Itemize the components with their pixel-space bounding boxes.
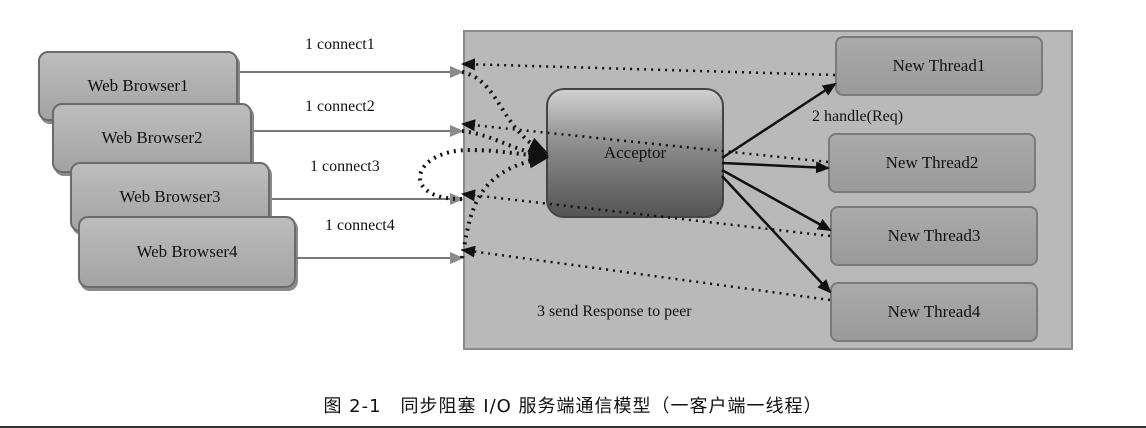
web-browser-4-label: Web Browser4 [136,242,238,261]
connect2-label: 1 connect2 [305,98,375,115]
response-arrow-2 [461,119,829,164]
handle-arrow-4 [721,175,832,294]
response-label: 3 send Response to peer [537,303,692,320]
new-thread-2-label: New Thread2 [885,153,979,172]
connect1-label: 1 connect1 [305,36,375,53]
handle-label: 2 handle(Req) [812,108,904,125]
response-arrow-1 [461,58,836,77]
dispatch-curve-3 [418,147,549,202]
web-browser-2: Web Browser2 [52,103,252,173]
handle-arrow-3 [721,168,832,232]
web-browser-4: Web Browser4 [78,216,296,288]
figure-caption: 图 2-1 同步阻塞 I/O 服务端通信模型（一客户端一线程） [323,396,823,417]
new-thread-1: New Thread1 [835,36,1043,96]
new-thread-2: New Thread2 [828,133,1036,193]
connect4-label: 1 connect4 [325,217,395,234]
web-browser-1-label: Web Browser1 [87,76,189,95]
web-browser-2-label: Web Browser2 [101,128,203,147]
dispatch-curve-2 [461,129,549,161]
bottom-rule [0,426,1146,428]
new-thread-4-label: New Thread4 [887,302,981,321]
acceptor-label: Acceptor [603,143,667,162]
new-thread-1-label: New Thread1 [892,56,986,75]
handle-arrow-1 [721,82,837,160]
new-thread-3-label: New Thread3 [887,226,981,245]
acceptor-node: Acceptor [546,88,724,218]
connect3-label: 1 connect3 [310,158,380,175]
new-thread-4: New Thread4 [830,282,1038,342]
new-thread-3: New Thread3 [830,206,1038,266]
web-browser-3-label: Web Browser3 [119,187,221,206]
dispatch-curve-1 [461,70,549,154]
response-arrow-4 [461,245,831,302]
handle-arrow-2 [721,161,830,174]
dispatch-curve-4 [460,152,549,259]
